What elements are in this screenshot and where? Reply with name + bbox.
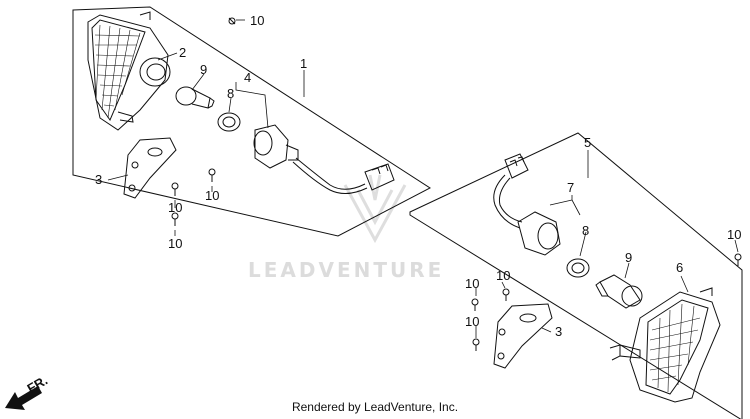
- screw-r2: [471, 298, 479, 311]
- callout-5: 5: [584, 135, 591, 150]
- callout-3-left: 3: [95, 172, 102, 187]
- front-direction-arrow-icon: [5, 386, 42, 410]
- screw-l2: [208, 168, 216, 182]
- watermark-text: LEADVENTURE: [248, 258, 444, 282]
- callout-7: 7: [567, 180, 574, 195]
- right-assembly-frame: [409, 132, 743, 419]
- callout-10-l1: 10: [205, 188, 219, 203]
- callout-6: 6: [676, 260, 683, 275]
- left-gasket: [217, 112, 241, 132]
- callout-10-r4: 10: [465, 314, 479, 329]
- left-bulb: [175, 86, 215, 109]
- left-assembly-frame: [72, 6, 431, 237]
- callout-3-right: 3: [555, 324, 562, 339]
- callout-10-top: 10: [250, 13, 264, 28]
- footer-credit: Rendered by LeadVenture, Inc.: [291, 400, 459, 414]
- right-socket-harness: [493, 153, 561, 256]
- callout-10-r2: 10: [496, 268, 510, 283]
- callout-8-right: 8: [582, 223, 589, 238]
- callout-2: 2: [179, 45, 186, 60]
- callout-1: 1: [300, 56, 307, 71]
- callout-8-left: 8: [227, 86, 234, 101]
- screw-top: [228, 17, 236, 25]
- right-turn-signal-housing: [609, 287, 721, 403]
- callout-10-l2: 10: [168, 200, 182, 215]
- callout-4: 4: [244, 70, 251, 85]
- watermark-logo: [343, 174, 407, 244]
- callout-10-r1: 10: [727, 227, 741, 242]
- leader-lines: [107, 19, 739, 338]
- right-gasket: [566, 258, 590, 278]
- left-turn-signal-housing: [87, 11, 171, 131]
- screw-l1: [171, 182, 179, 196]
- left-bracket: [123, 137, 177, 199]
- screw-r1: [734, 253, 742, 266]
- left-socket-harness: [253, 124, 395, 194]
- screw-r3: [502, 288, 510, 301]
- right-bracket: [493, 303, 553, 369]
- callout-9-right: 9: [625, 250, 632, 265]
- callout-9-left: 9: [200, 62, 207, 77]
- callout-10-r3: 10: [465, 276, 479, 291]
- right-bulb: [595, 274, 643, 309]
- callout-10-l3: 10: [168, 236, 182, 251]
- screw-l3: [171, 212, 179, 226]
- screw-r4: [472, 338, 480, 351]
